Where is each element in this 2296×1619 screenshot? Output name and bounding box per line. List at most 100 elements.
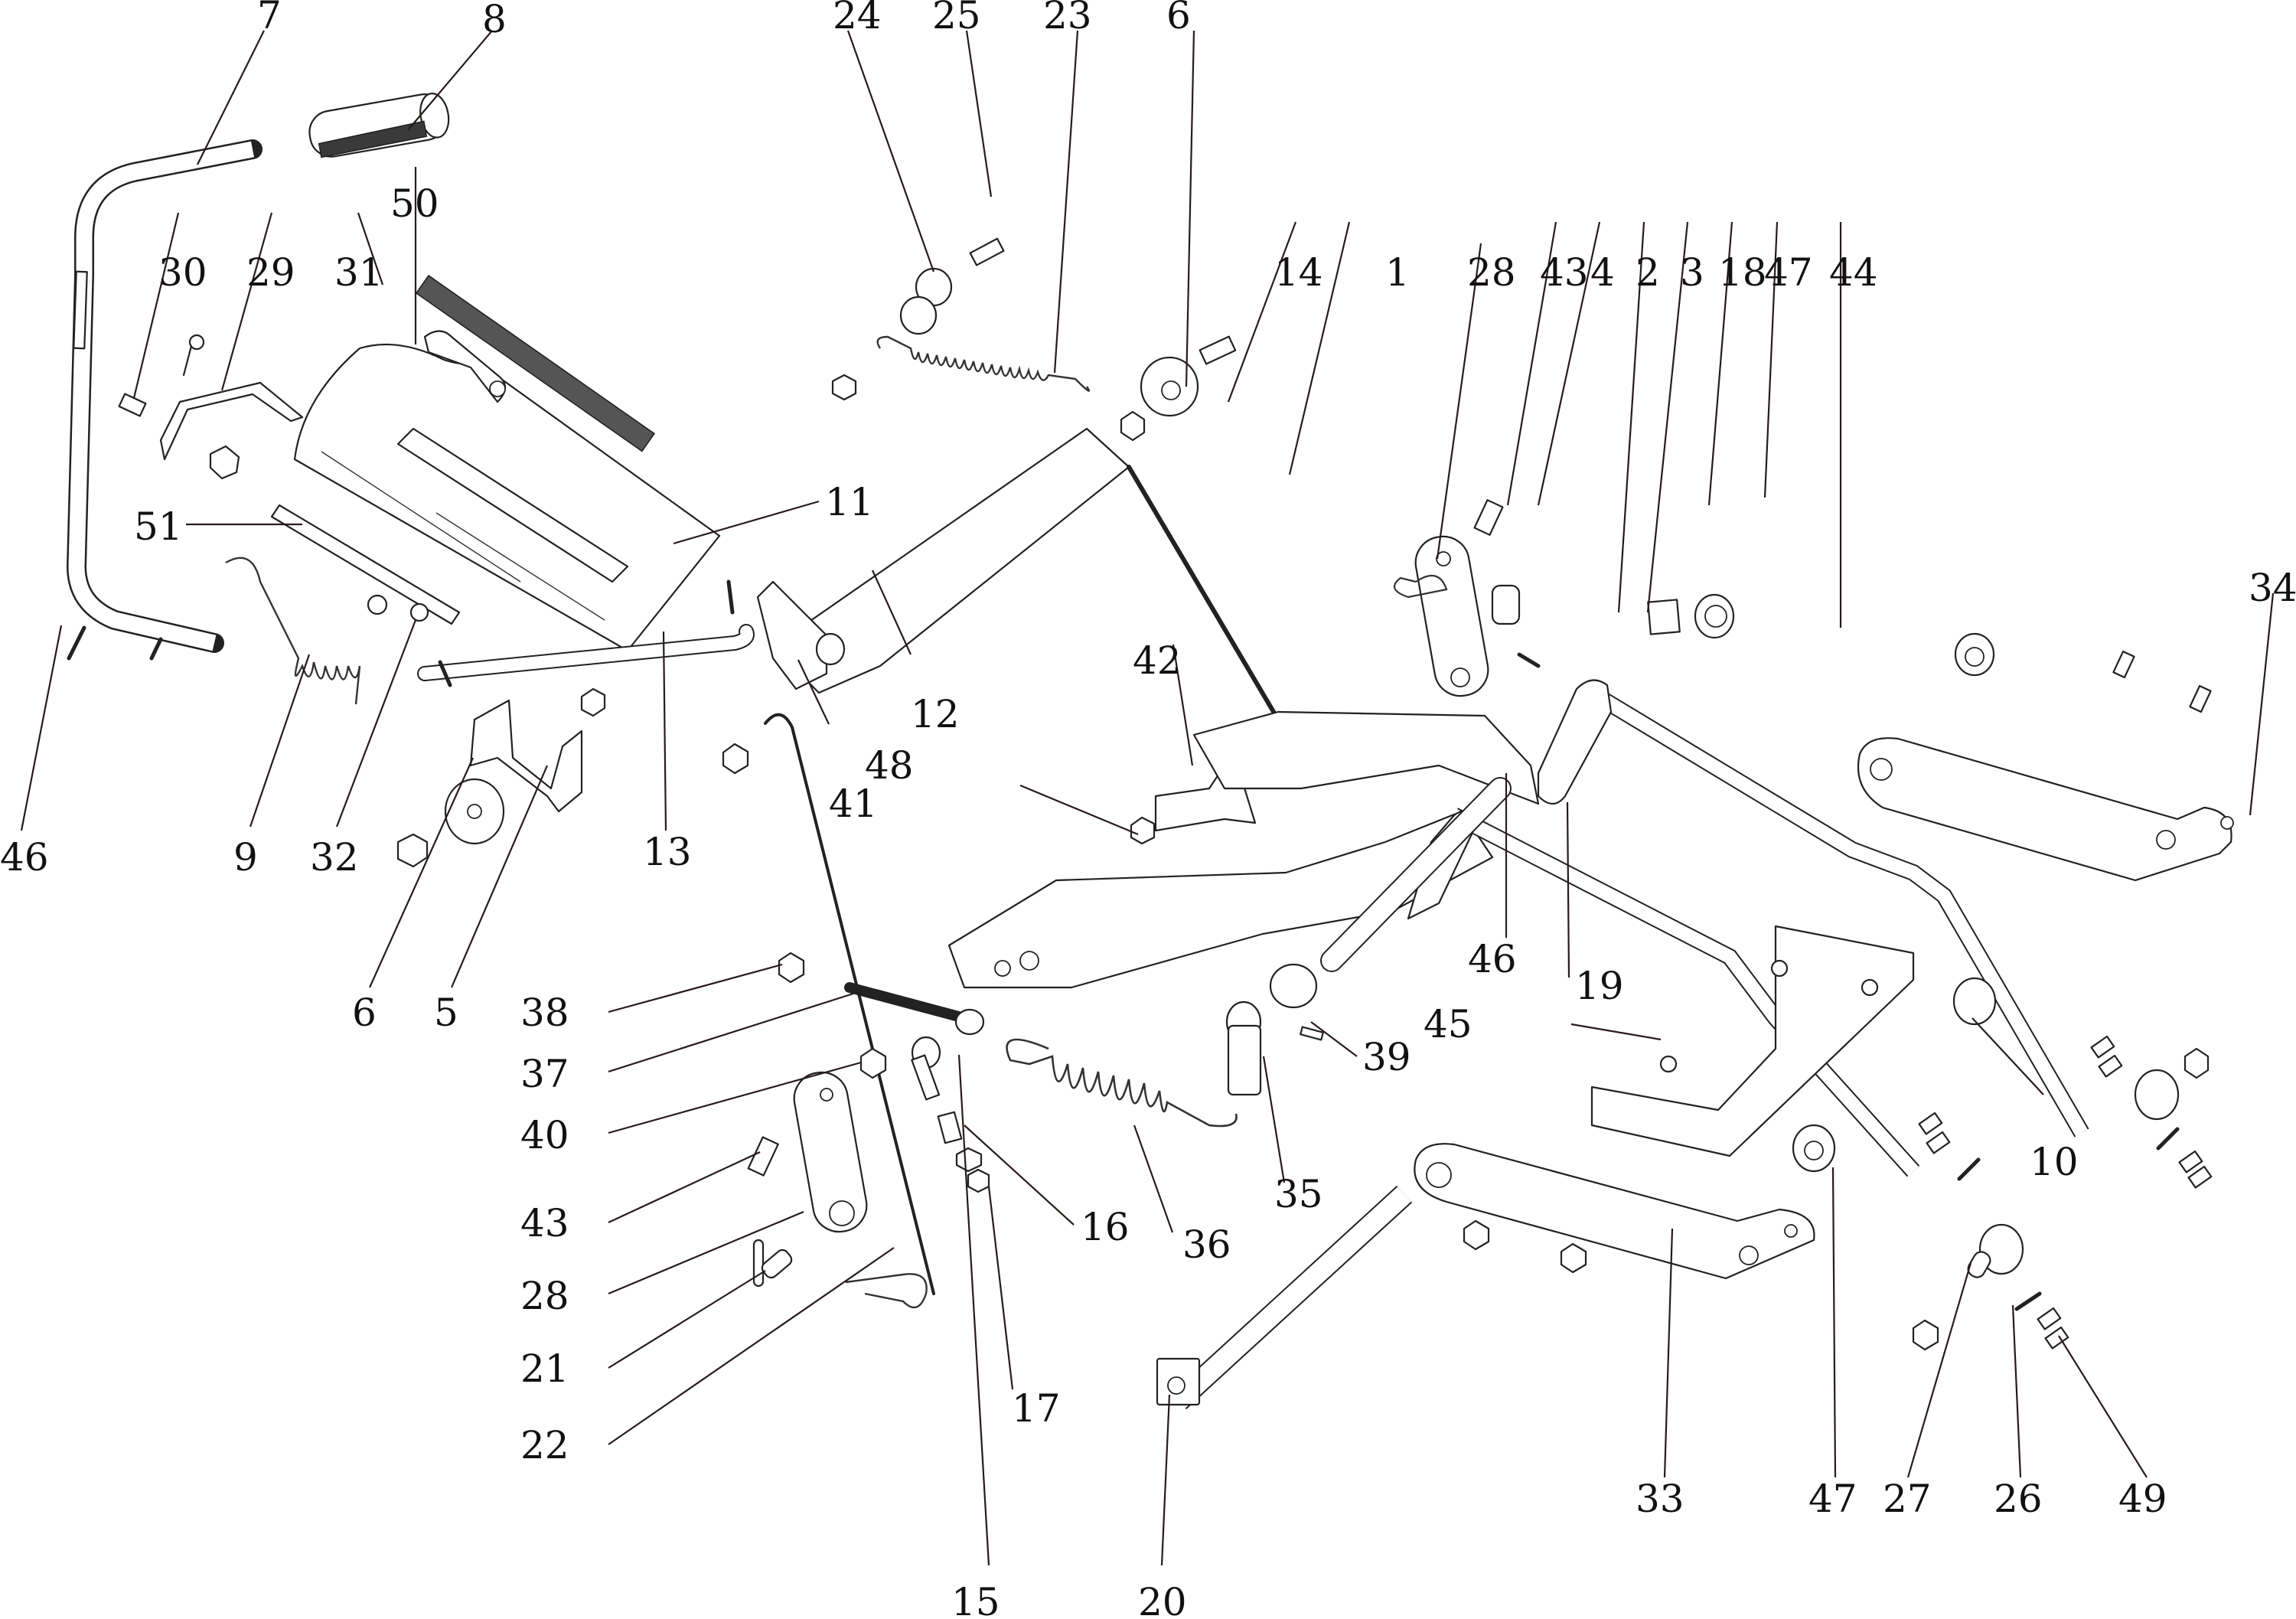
leader-19 — [1566, 801, 1570, 978]
leader-18 — [1707, 221, 1733, 506]
leader-40 — [608, 1061, 862, 1134]
part-axle-stack-lower — [1912, 1111, 2069, 1351]
part-spacer-16 — [937, 1111, 963, 1144]
part-pivot-pin-tube-inner — [1322, 778, 1510, 971]
callout-11: 11 — [825, 480, 874, 524]
callout-33: 33 — [1636, 1477, 1684, 1521]
part-plate-slot-1 — [321, 451, 521, 583]
leader-2 — [1617, 221, 1645, 613]
part-front-hanger-hole-2 — [1739, 1245, 1759, 1265]
part-front-hanger-arm — [1414, 1143, 1815, 1280]
part-lock-nut-48 — [1130, 816, 1156, 845]
leader-29 — [220, 212, 273, 391]
leader-6a — [368, 757, 475, 988]
leader-15 — [957, 1054, 990, 1566]
part-torsion-spring — [225, 557, 361, 705]
leader-45 — [1570, 1023, 1662, 1041]
part-rear-hanger-hole-1 — [1870, 758, 1893, 781]
callout-38: 38 — [520, 991, 569, 1035]
part-roll-pin-39 — [1300, 1026, 1324, 1041]
leader-43b — [608, 1151, 761, 1223]
leader-14 — [1227, 221, 1297, 403]
part-pivot-pin-21-shaft — [761, 1249, 793, 1279]
leader-32 — [335, 619, 417, 827]
part-link-plate-upper-hole-1 — [1436, 551, 1451, 566]
leader-34 — [2249, 592, 2275, 816]
callout-24: 24 — [833, 0, 882, 38]
leader-47b — [1831, 1167, 1837, 1478]
part-bushing-47-top-hole — [1965, 647, 1985, 667]
part-bolt-6-top — [1199, 335, 1237, 365]
leader-20 — [1160, 1394, 1171, 1566]
part-flange-nut-29 — [209, 445, 240, 480]
part-rear-lift-rod-inner — [1588, 687, 2088, 1137]
part-latch-lever — [423, 330, 507, 403]
part-front-lift-rod-inner — [1450, 808, 1919, 1177]
part-pivot-bracket — [469, 699, 583, 813]
part-bracket-nut-1 — [1770, 959, 1789, 978]
part-handle-tube-inner — [68, 141, 254, 651]
part-rear-hanger-arm — [1857, 737, 2232, 882]
part-front-hanger-hole-3 — [1784, 1224, 1798, 1238]
leader-10 — [1971, 1017, 2044, 1095]
part-grip — [308, 93, 450, 158]
part-plate-detent — [396, 427, 629, 583]
part-rod-eye — [954, 1008, 985, 1036]
callout-42: 42 — [1133, 638, 1182, 683]
callout-10: 10 — [2030, 1140, 2079, 1184]
part-flange-nut-38 — [778, 951, 805, 984]
part-bolt-43-upper — [1473, 499, 1504, 536]
callout-8: 8 — [482, 0, 507, 41]
callout-17: 17 — [1012, 1386, 1061, 1431]
part-hex-nut-17b — [967, 1168, 990, 1193]
part-bolt-left — [396, 833, 429, 868]
callout-3: 3 — [1680, 250, 1704, 295]
part-lock-nut-45 — [1659, 1055, 1678, 1073]
callout-41: 41 — [829, 782, 878, 826]
part-slide-plate — [270, 504, 461, 625]
callout-48: 48 — [865, 743, 914, 788]
part-bushing-47-lower-hole — [1804, 1141, 1824, 1160]
callout-13: 13 — [643, 830, 692, 874]
callout-46a: 46 — [0, 835, 49, 880]
part-washer-6-left-hole — [467, 804, 482, 819]
callout-29: 29 — [246, 250, 295, 295]
part-bracket-41 — [756, 580, 828, 690]
leader-35 — [1262, 1056, 1286, 1183]
part-clevis-4 — [1491, 584, 1521, 625]
part-bolt-44b — [2189, 684, 2212, 713]
leader-31 — [357, 212, 384, 286]
leader-7 — [197, 30, 265, 165]
leader-1 — [1288, 221, 1351, 475]
callout-21: 21 — [520, 1346, 569, 1391]
callout-19: 19 — [1575, 964, 1624, 1008]
part-washer-6-top-hole — [1161, 380, 1181, 400]
leader-46a — [20, 625, 63, 831]
leader-30 — [132, 212, 180, 399]
callout-12: 12 — [911, 692, 960, 736]
leader-42 — [1172, 644, 1194, 766]
callout-47a: 47 — [1764, 250, 1813, 295]
callout-16: 16 — [1081, 1205, 1130, 1249]
parts-layer — [67, 93, 2234, 1410]
part-handle-slot — [73, 270, 88, 350]
part-bolt-33b — [1560, 1242, 1587, 1274]
callout-26: 26 — [1994, 1477, 2043, 1521]
leader-12 — [871, 570, 912, 655]
part-upper-lift-arm — [1192, 710, 1540, 805]
part-pivot-pin-21 — [752, 1239, 765, 1288]
part-washer-41 — [815, 632, 846, 666]
part-link-plate-upper-hole-2 — [1450, 668, 1470, 687]
part-mounting-bracket — [1590, 925, 1915, 1157]
part-rear-hanger-hole-2 — [2156, 830, 2176, 850]
callout-9: 9 — [233, 835, 258, 880]
callout-5: 5 — [434, 991, 458, 1035]
leader-38 — [608, 963, 783, 1014]
part-axle-stack-right — [2090, 1035, 2213, 1189]
part-shoulder-pin — [118, 393, 147, 417]
callout-51: 51 — [134, 504, 183, 549]
leader-lines — [20, 30, 2275, 1566]
leader-16 — [964, 1124, 1075, 1226]
